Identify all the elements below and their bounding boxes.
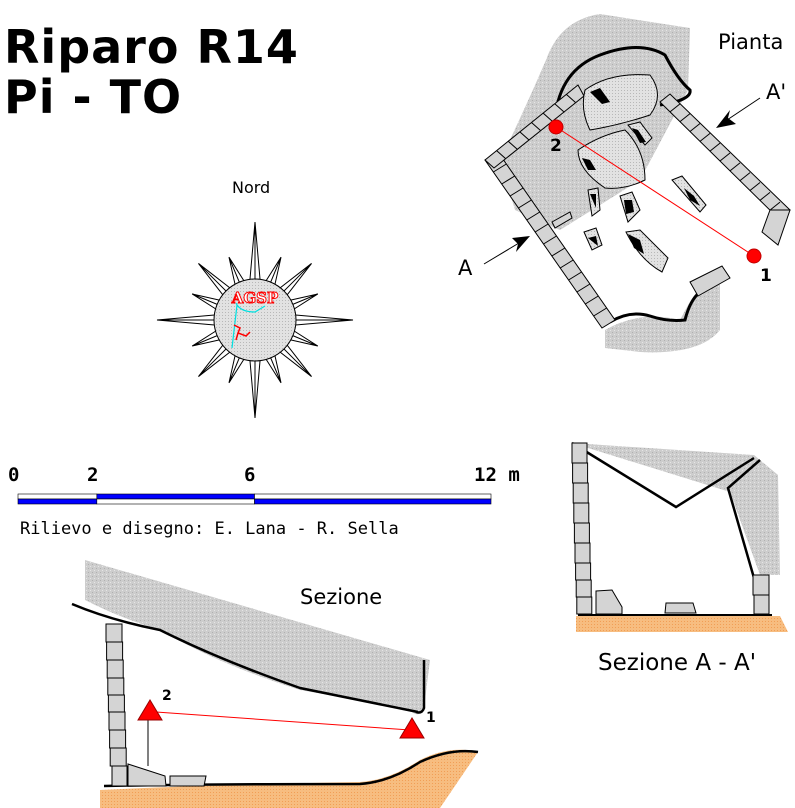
plan-rock-upper [500,14,690,230]
scale-tick-0: 0 [8,464,20,486]
wall-block [109,747,127,767]
plan-survey-line [555,126,755,257]
scale-tick-6: 6 [244,464,256,486]
long-section-station-1-label: 1 [426,710,436,726]
wall-block [573,502,590,524]
wall-block [576,596,593,615]
logo-text: AGSP [231,289,279,307]
scale-segment [17,493,98,500]
plan-marker-a-prime: A' [766,80,787,104]
long-section-ground-line [103,749,479,788]
plan-boulder-cores [582,88,700,254]
scale-tick-2: 2 [87,464,99,486]
plan-wall-stub [551,211,573,229]
compass-ray [254,319,312,377]
cross-section-block [595,589,623,615]
wall-block [107,677,125,696]
long-section-station-1-marker [399,717,425,739]
scale-segment [254,493,492,500]
plan-wall-right [659,93,791,246]
wall-block [107,694,125,713]
plan-boulders [577,74,707,273]
wall-block [105,623,123,643]
plan-wall-lower-right [689,265,731,297]
compass-ray [249,320,261,419]
compass-ray [228,319,256,384]
wall-block [111,765,128,787]
plan-rock-lower [605,270,720,353]
plan-dripline-upper [553,46,692,119]
long-section-station-2-label: 2 [162,688,172,704]
plan-station-1-label: 1 [760,266,772,286]
compass-star-icon [156,221,354,419]
wall-block [109,729,127,749]
credits-text: Rilievo e disegno: E. Lana - R. Sella [20,519,399,539]
cross-section-wall-right [752,574,770,615]
compass-ray [191,319,256,347]
agsp-logo-icon: AGSP [230,289,279,349]
scale-segment [96,493,255,500]
long-section-roof-line [71,602,419,714]
north-label: Nord [232,178,271,197]
plan-wall-left [484,151,616,329]
long-section-wall [105,623,128,787]
compass-ray [249,221,261,320]
section-arrow-a-prime-icon [716,97,761,128]
wall-block [106,659,124,679]
long-section-ground [100,749,478,808]
compass-ray [254,293,319,321]
wall-block [572,482,589,504]
wall-block [574,542,591,564]
long-section-block [127,763,167,787]
wall-block [575,562,592,581]
cross-section-wall-left [571,442,593,615]
long-section-block [169,775,207,787]
wall-block [572,462,589,484]
scale-segment [254,498,492,505]
compass-ray [156,314,255,326]
plan-marker-a: A [458,256,473,280]
section-arrow-a-icon [483,236,530,265]
compass-ray [191,293,256,321]
cross-section-rock [572,443,780,575]
wall-block [106,641,124,661]
compass-ray [254,256,282,321]
title-line-1: Riparo R14 [4,20,299,74]
wall-block [108,711,126,731]
plan-station-2-label: 2 [550,136,562,156]
title-line-2: Pi - TO [4,70,183,124]
plan-station-1-marker [746,248,762,264]
long-section-roof-rock [85,560,430,715]
scale-tick-12: 12 m [474,464,520,486]
long-section-survey-line [155,711,411,731]
plan-label: Pianta [718,30,784,54]
compass-ray [254,319,282,384]
compass-ray [228,256,256,321]
scale-segment [17,498,98,505]
compass-ray [254,263,312,321]
compass-ray [198,319,256,377]
plan-wall-upper-left [484,84,585,169]
wall-block [571,442,588,464]
long-section-label: Sezione [300,585,383,609]
plan-station-2-marker [548,119,564,135]
compass-ray [255,314,354,326]
wall-block [575,579,592,598]
compass-ray [198,263,256,321]
long-section-station-2-marker [137,699,163,721]
compass-center-disc [213,278,297,362]
cross-section-label: Sezione A - A' [598,650,757,676]
cross-section-block [664,602,697,614]
compass-ray [254,319,319,347]
wall-block [573,522,590,544]
plan-dripline-lower [609,290,701,324]
cross-section-roof-line [571,441,755,509]
scale-segment [96,498,255,505]
cross-section-ground [576,616,788,632]
